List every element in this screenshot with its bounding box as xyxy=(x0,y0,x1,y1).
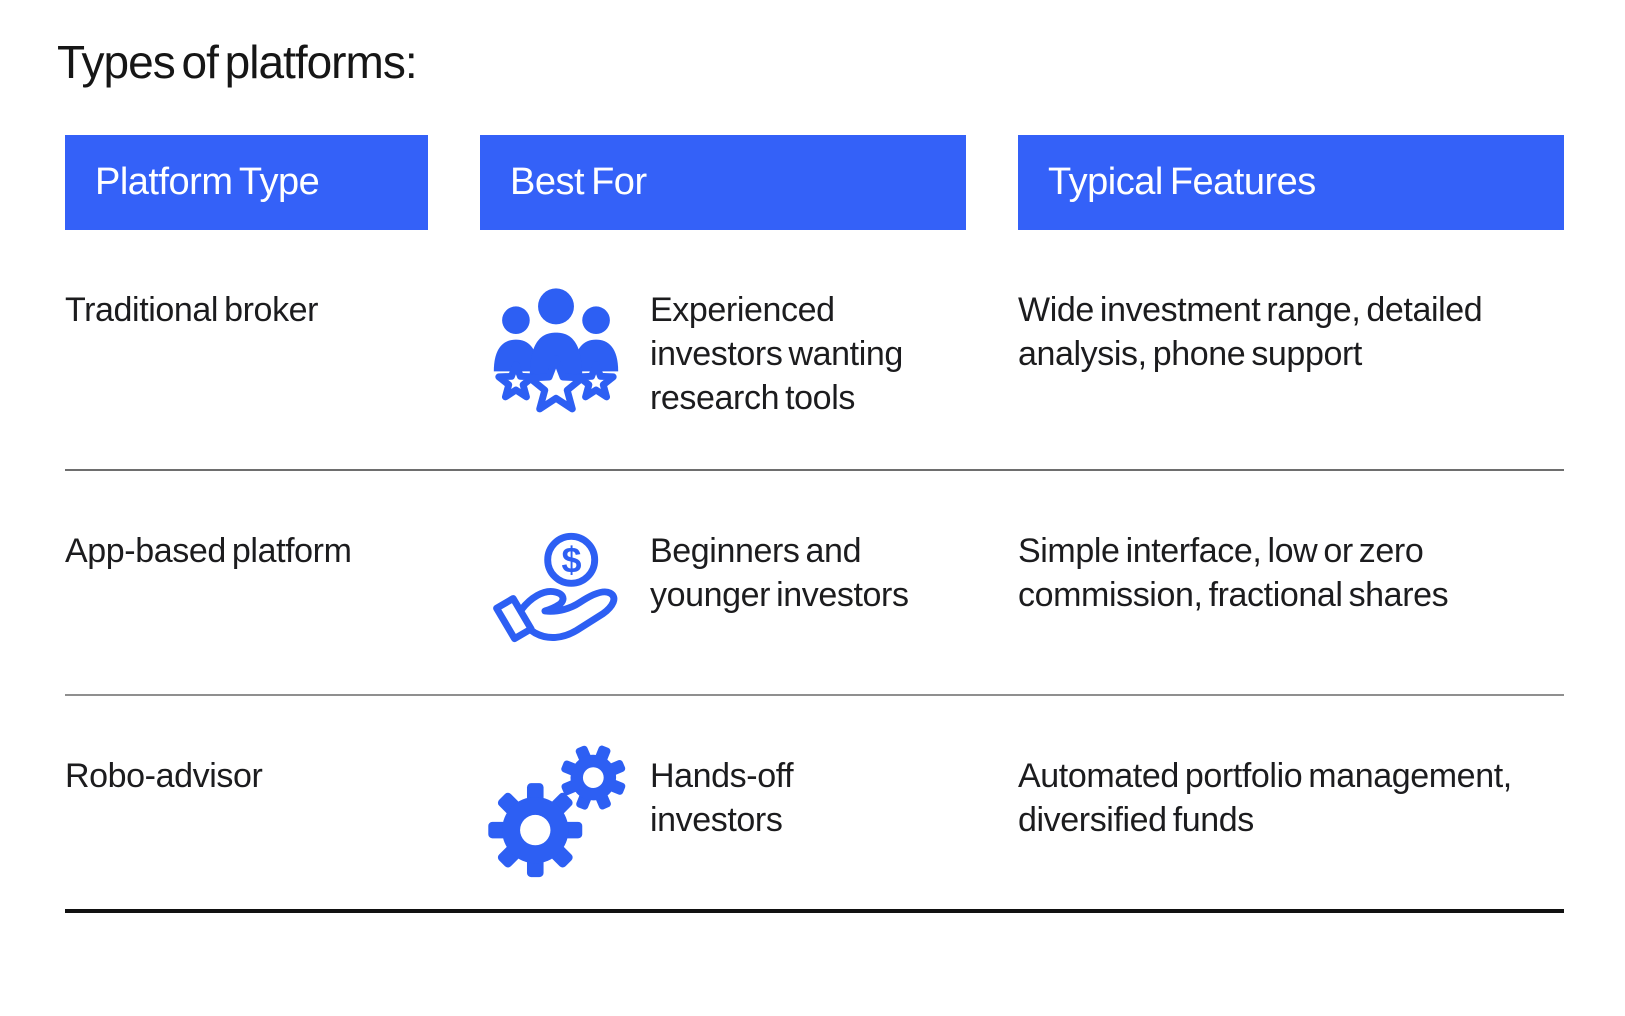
best-for-text: Experienced investors wanting research t… xyxy=(650,290,903,418)
team-star-icon xyxy=(480,282,632,422)
header-best-for-label: Best For xyxy=(510,160,647,203)
gears-icon xyxy=(480,738,632,878)
header-typical-features-label: Typical Features xyxy=(1048,160,1316,203)
table-row: Robo-advisor xyxy=(65,696,1564,913)
best-for-text: Hands-off investors xyxy=(650,756,794,840)
typical-features-cell: Wide investment range, detailed analysis… xyxy=(1018,290,1483,374)
platform-type-cell: Traditional broker xyxy=(65,290,319,329)
page-title: Types of platforms: xyxy=(57,36,418,88)
platform-type-cell: App-based platform xyxy=(65,531,352,570)
best-for-cell: Hands-off investors xyxy=(480,745,966,909)
header-platform-type-label: Platform Type xyxy=(95,160,320,203)
platform-type-cell: Robo-advisor xyxy=(65,756,263,795)
best-for-cell: $ Beginners and younger investors xyxy=(480,529,966,694)
header-typical-features: Typical Features xyxy=(1018,134,1564,230)
best-for-text: Beginners and younger investors xyxy=(650,531,909,615)
svg-text:$: $ xyxy=(561,539,581,580)
table-header-row: Platform Type Best For Typical Features xyxy=(65,134,1564,230)
typical-features-cell: Automated portfolio management, diversif… xyxy=(1018,756,1512,840)
table-row: App-based platform $ Beginners and young… xyxy=(65,471,1564,696)
typical-features-cell: Simple interface, low or zero commission… xyxy=(1018,531,1449,615)
table-row: Traditional broker xyxy=(65,230,1564,471)
hand-coin-icon: $ xyxy=(480,523,632,663)
header-platform-type: Platform Type xyxy=(65,134,428,230)
header-best-for: Best For xyxy=(480,134,966,230)
platforms-infographic: Types of platforms: Platform Type Best F… xyxy=(57,36,1564,913)
best-for-cell: Experienced investors wanting research t… xyxy=(480,288,966,469)
